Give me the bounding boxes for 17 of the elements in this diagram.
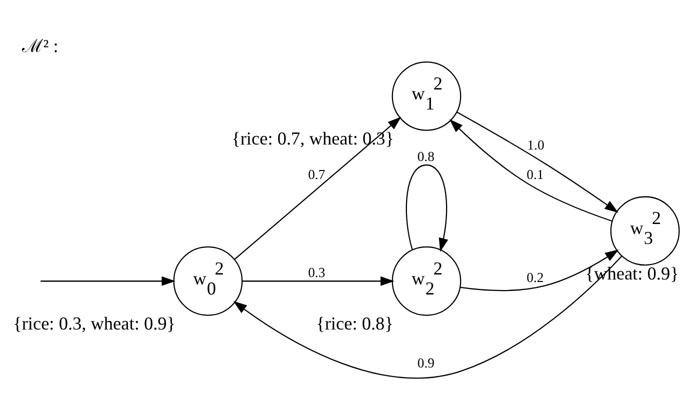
- edge-label: 1.0: [527, 137, 544, 152]
- arrow: [40, 276, 176, 286]
- edge-label: 0.9: [417, 355, 434, 370]
- edge-label: 0.7: [308, 167, 326, 182]
- edge-label: 0.1: [526, 167, 544, 182]
- arrow: [234, 116, 402, 260]
- edge-label: 0.8: [417, 149, 434, 164]
- arrow: [242, 276, 394, 286]
- arrow: [233, 256, 622, 379]
- edge-label: 0.3: [308, 265, 326, 280]
- edge-label: 0.2: [526, 270, 544, 285]
- arrow: [456, 112, 618, 213]
- node-label: {rice: 0.3, wheat: 0.9}: [13, 314, 176, 334]
- arrow: [449, 119, 612, 222]
- node-label: {rice: 0.8}: [316, 314, 394, 334]
- diagram-title: ℳ² :: [22, 36, 58, 56]
- arrow: [406, 164, 448, 252]
